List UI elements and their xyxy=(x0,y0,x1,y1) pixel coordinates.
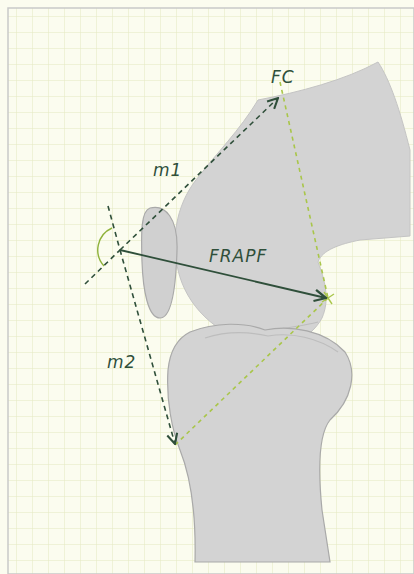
tibial-plateau xyxy=(205,333,338,353)
construction-lines xyxy=(175,82,328,445)
tibia xyxy=(168,324,352,562)
force-vectors xyxy=(85,98,326,444)
vector-label: m2 xyxy=(107,354,136,371)
vector-label: FRAPF xyxy=(207,247,269,266)
vector-label: m1 xyxy=(153,162,182,179)
vector-label: FC xyxy=(271,69,295,86)
angle-arc xyxy=(98,228,112,266)
femur xyxy=(175,62,410,346)
grid xyxy=(8,8,414,574)
